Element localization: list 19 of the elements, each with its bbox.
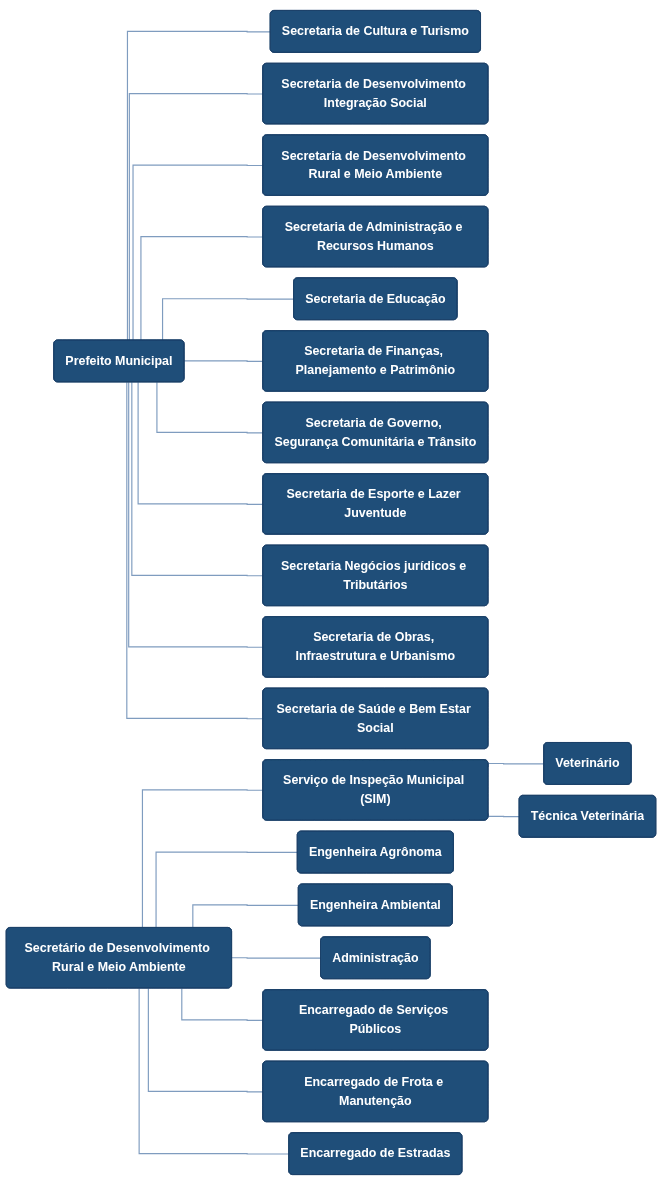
connector — [126, 30, 272, 341]
connector — [181, 987, 264, 1021]
connector — [147, 987, 264, 1093]
connector — [487, 762, 545, 768]
connector — [128, 381, 264, 648]
connector — [132, 164, 264, 341]
connector — [156, 381, 264, 434]
connector — [192, 904, 300, 929]
connector — [155, 851, 299, 929]
connector — [126, 381, 264, 720]
connector — [138, 987, 290, 1155]
connector — [128, 93, 264, 341]
connector — [141, 789, 264, 929]
connector — [231, 957, 322, 959]
connector — [137, 381, 264, 505]
connector — [131, 381, 264, 577]
connector — [183, 360, 264, 362]
connector — [140, 236, 264, 341]
connector — [161, 298, 295, 341]
